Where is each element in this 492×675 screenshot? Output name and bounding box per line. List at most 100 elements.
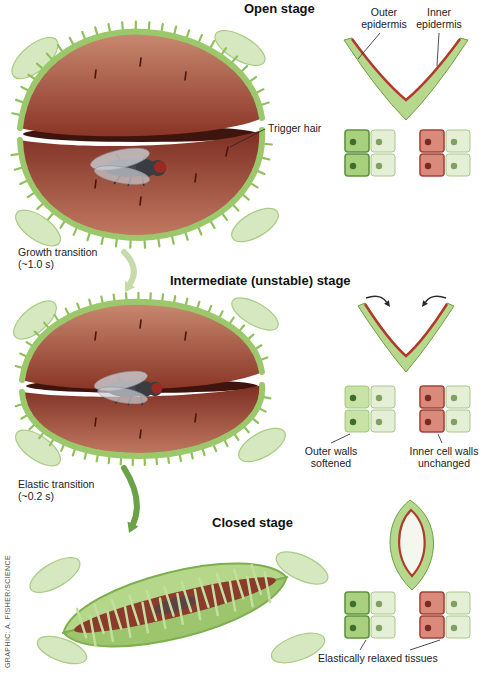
trap-tooth (106, 612, 115, 642)
plant-cell (371, 410, 395, 432)
cell-nucleus (376, 139, 382, 145)
callout-label: Trigger hair (268, 122, 321, 134)
cell-nucleus (425, 139, 431, 145)
trigger-hairs (140, 430, 141, 438)
cell-grids (345, 130, 470, 638)
plant-cell (371, 592, 395, 614)
cell-nucleus (425, 395, 431, 401)
fly (89, 144, 166, 188)
closed-trap (71, 568, 279, 642)
plant-cell (446, 154, 470, 176)
cell-nucleus (376, 163, 382, 169)
cell-nucleus (425, 601, 431, 607)
plant-leaves (226, 202, 283, 249)
open-trap (11, 22, 271, 248)
leaf-cross-section (344, 38, 468, 120)
cell-nucleus (451, 601, 457, 607)
trap-tooth (245, 577, 254, 607)
leader-line (358, 33, 380, 59)
leaf-cross-section (358, 303, 454, 372)
upper-lobe (20, 32, 262, 137)
motion-arrow (366, 296, 387, 302)
trap-tooth (123, 607, 132, 637)
trigger-hairs (140, 58, 141, 66)
cell-nucleus (376, 601, 382, 607)
lobe-rim (20, 32, 262, 128)
trigger-hairs (95, 332, 96, 340)
trigger-hairs (95, 418, 96, 426)
cell-nucleus (451, 163, 457, 169)
plant-cell (446, 130, 470, 152)
plant-cell (420, 592, 444, 614)
plant-cell (446, 616, 470, 638)
cell-grid (345, 386, 395, 432)
trigger-hairs (195, 414, 196, 422)
cell-grid (345, 130, 395, 176)
trigger-hairs (140, 320, 141, 328)
stage-heading: Closed stage (212, 515, 293, 531)
plant-cell (446, 386, 470, 408)
plant-leaves (7, 291, 290, 472)
lobe-rim (20, 130, 262, 238)
leader-line (230, 129, 265, 147)
motion-arrow (422, 300, 428, 307)
trap-tooth (164, 587, 173, 617)
leaf-cross-section (390, 500, 434, 590)
plant-leaves (5, 24, 283, 253)
inner-epidermis (365, 304, 447, 356)
cell-nucleus (350, 395, 356, 401)
tissue-label: Inner epidermis (412, 6, 466, 30)
trap-tooth (263, 572, 272, 602)
trigger-hairs (185, 332, 186, 340)
trap-tooth (228, 581, 237, 611)
transition-label: Elastic transition (~0.2 s) (18, 478, 112, 502)
fly (152, 593, 198, 617)
cell-nucleus (376, 625, 382, 631)
trap-tooth (234, 569, 243, 599)
leaf-cross-section (344, 38, 468, 120)
plant-leaves (25, 551, 85, 600)
trigger-hairs (140, 197, 141, 205)
trigger-hairs (95, 180, 96, 188)
trap-tooth (94, 604, 103, 634)
inner-epidermis (399, 510, 425, 576)
transition-arrow (128, 522, 139, 534)
intermediate-trap (16, 293, 271, 465)
cell-nucleus (376, 419, 382, 425)
trap-teeth (16, 293, 271, 465)
cell-nucleus (425, 419, 431, 425)
callout-label: Elastically relaxed tissues (318, 652, 438, 664)
plant-cell (371, 154, 395, 176)
cell-grid (420, 386, 470, 432)
plant-cell (345, 130, 369, 152)
motion-arrow (384, 300, 390, 307)
cell-nucleus (451, 419, 457, 425)
plant-cell (420, 130, 444, 152)
cell-grid (420, 130, 470, 176)
trigger-hairs (226, 147, 228, 156)
cell-grid (420, 592, 470, 638)
trigger-hairs (95, 70, 96, 78)
closed-trap (55, 545, 294, 665)
trap-tooth (199, 578, 208, 608)
transition-arrow (124, 468, 137, 524)
credit-label: GRAPHIC: A. FISHER/SCIENCE (3, 555, 12, 668)
plant-cell (420, 386, 444, 408)
trap-tooth (210, 585, 219, 615)
plant-cell (345, 386, 369, 408)
leaf-cross-section (358, 296, 454, 372)
trap-tooth (129, 595, 138, 625)
transition-arrow (124, 468, 139, 533)
cell-nucleus (451, 139, 457, 145)
lower-lobe (20, 130, 262, 238)
plant-cell (371, 130, 395, 152)
cell-nucleus (451, 395, 457, 401)
cell-nucleus (350, 139, 356, 145)
callout-label: Outer walls softened (298, 445, 364, 469)
leader-line (360, 640, 366, 650)
transition-arrow (124, 252, 135, 292)
cell-nucleus (350, 625, 356, 631)
